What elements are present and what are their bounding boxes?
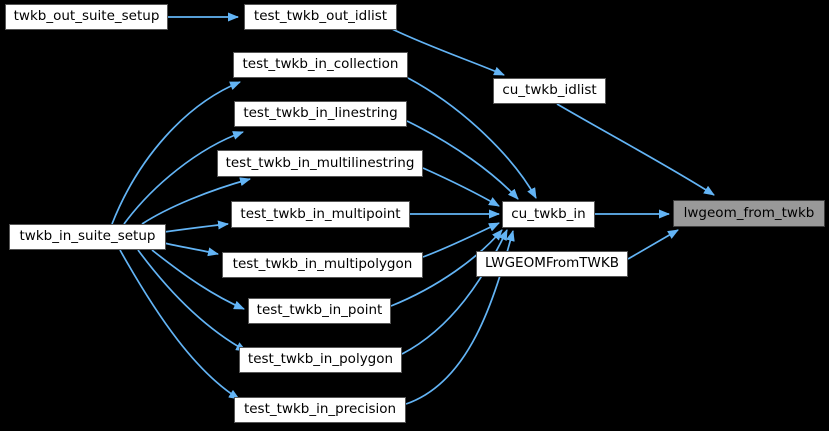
edge-twkb_in_suite_setup-to-test_twkb_in_precision <box>119 249 240 400</box>
node-LWGEOMFromTWKB[interactable]: LWGEOMFromTWKB <box>476 251 628 277</box>
node-test_twkb_in_multipoint[interactable]: test_twkb_in_multipoint <box>231 201 410 228</box>
edge-twkb_in_suite_setup-to-test_twkb_in_point <box>151 249 245 310</box>
node-test_twkb_in_collection[interactable]: test_twkb_in_collection <box>233 52 408 78</box>
edge-twkb_in_suite_setup-to-test_twkb_in_collection <box>111 81 241 225</box>
edge-twkb_in_suite_setup-to-test_twkb_in_polygon <box>137 249 247 352</box>
edge-twkb_in_suite_setup-to-test_twkb_in_multilinestring <box>141 177 251 225</box>
node-lwgeom_from_twkb: lwgeom_from_twkb <box>673 200 825 227</box>
edge-test_twkb_in_multipolygon-to-cu_twkb_in <box>422 222 500 258</box>
edge-test_twkb_out_idlist-to-cu_twkb_idlist <box>391 28 505 76</box>
node-test_twkb_in_linestring[interactable]: test_twkb_in_linestring <box>234 101 407 127</box>
node-test_twkb_in_polygon[interactable]: test_twkb_in_polygon <box>239 347 402 373</box>
edge-twkb_in_suite_setup-to-test_twkb_in_multipolygon <box>163 242 219 257</box>
edge-test_twkb_in_collection-to-cu_twkb_in <box>407 77 537 199</box>
node-twkb_out_suite_setup[interactable]: twkb_out_suite_setup <box>5 4 168 30</box>
edge-test_twkb_in_multilinestring-to-cu_twkb_in <box>422 167 500 207</box>
node-twkb_in_suite_setup[interactable]: twkb_in_suite_setup <box>9 224 166 250</box>
node-cu_twkb_in[interactable]: cu_twkb_in <box>502 201 595 228</box>
node-test_twkb_in_multipolygon[interactable]: test_twkb_in_multipolygon <box>222 252 423 278</box>
edge-test_twkb_in_polygon-to-cu_twkb_in <box>401 229 508 355</box>
node-test_twkb_in_precision[interactable]: test_twkb_in_precision <box>234 397 406 423</box>
edge-test_twkb_in_point-to-cu_twkb_in <box>390 229 503 307</box>
edge-cu_twkb_idlist-to-lwgeom_from_twkb <box>556 103 715 196</box>
edge-test_twkb_in_linestring-to-cu_twkb_in <box>406 120 519 200</box>
edge-LWGEOMFromTWKB-to-lwgeom_from_twkb <box>627 229 679 260</box>
edge-twkb_in_suite_setup-to-test_twkb_in_multipoint <box>163 220 229 233</box>
node-test_twkb_out_idlist[interactable]: test_twkb_out_idlist <box>244 4 397 30</box>
node-test_twkb_in_point[interactable]: test_twkb_in_point <box>248 298 391 324</box>
edge-twkb_in_suite_setup-to-test_twkb_in_linestring <box>123 131 244 225</box>
node-cu_twkb_idlist[interactable]: cu_twkb_idlist <box>493 78 606 104</box>
node-test_twkb_in_multilinestring[interactable]: test_twkb_in_multilinestring <box>217 150 423 177</box>
